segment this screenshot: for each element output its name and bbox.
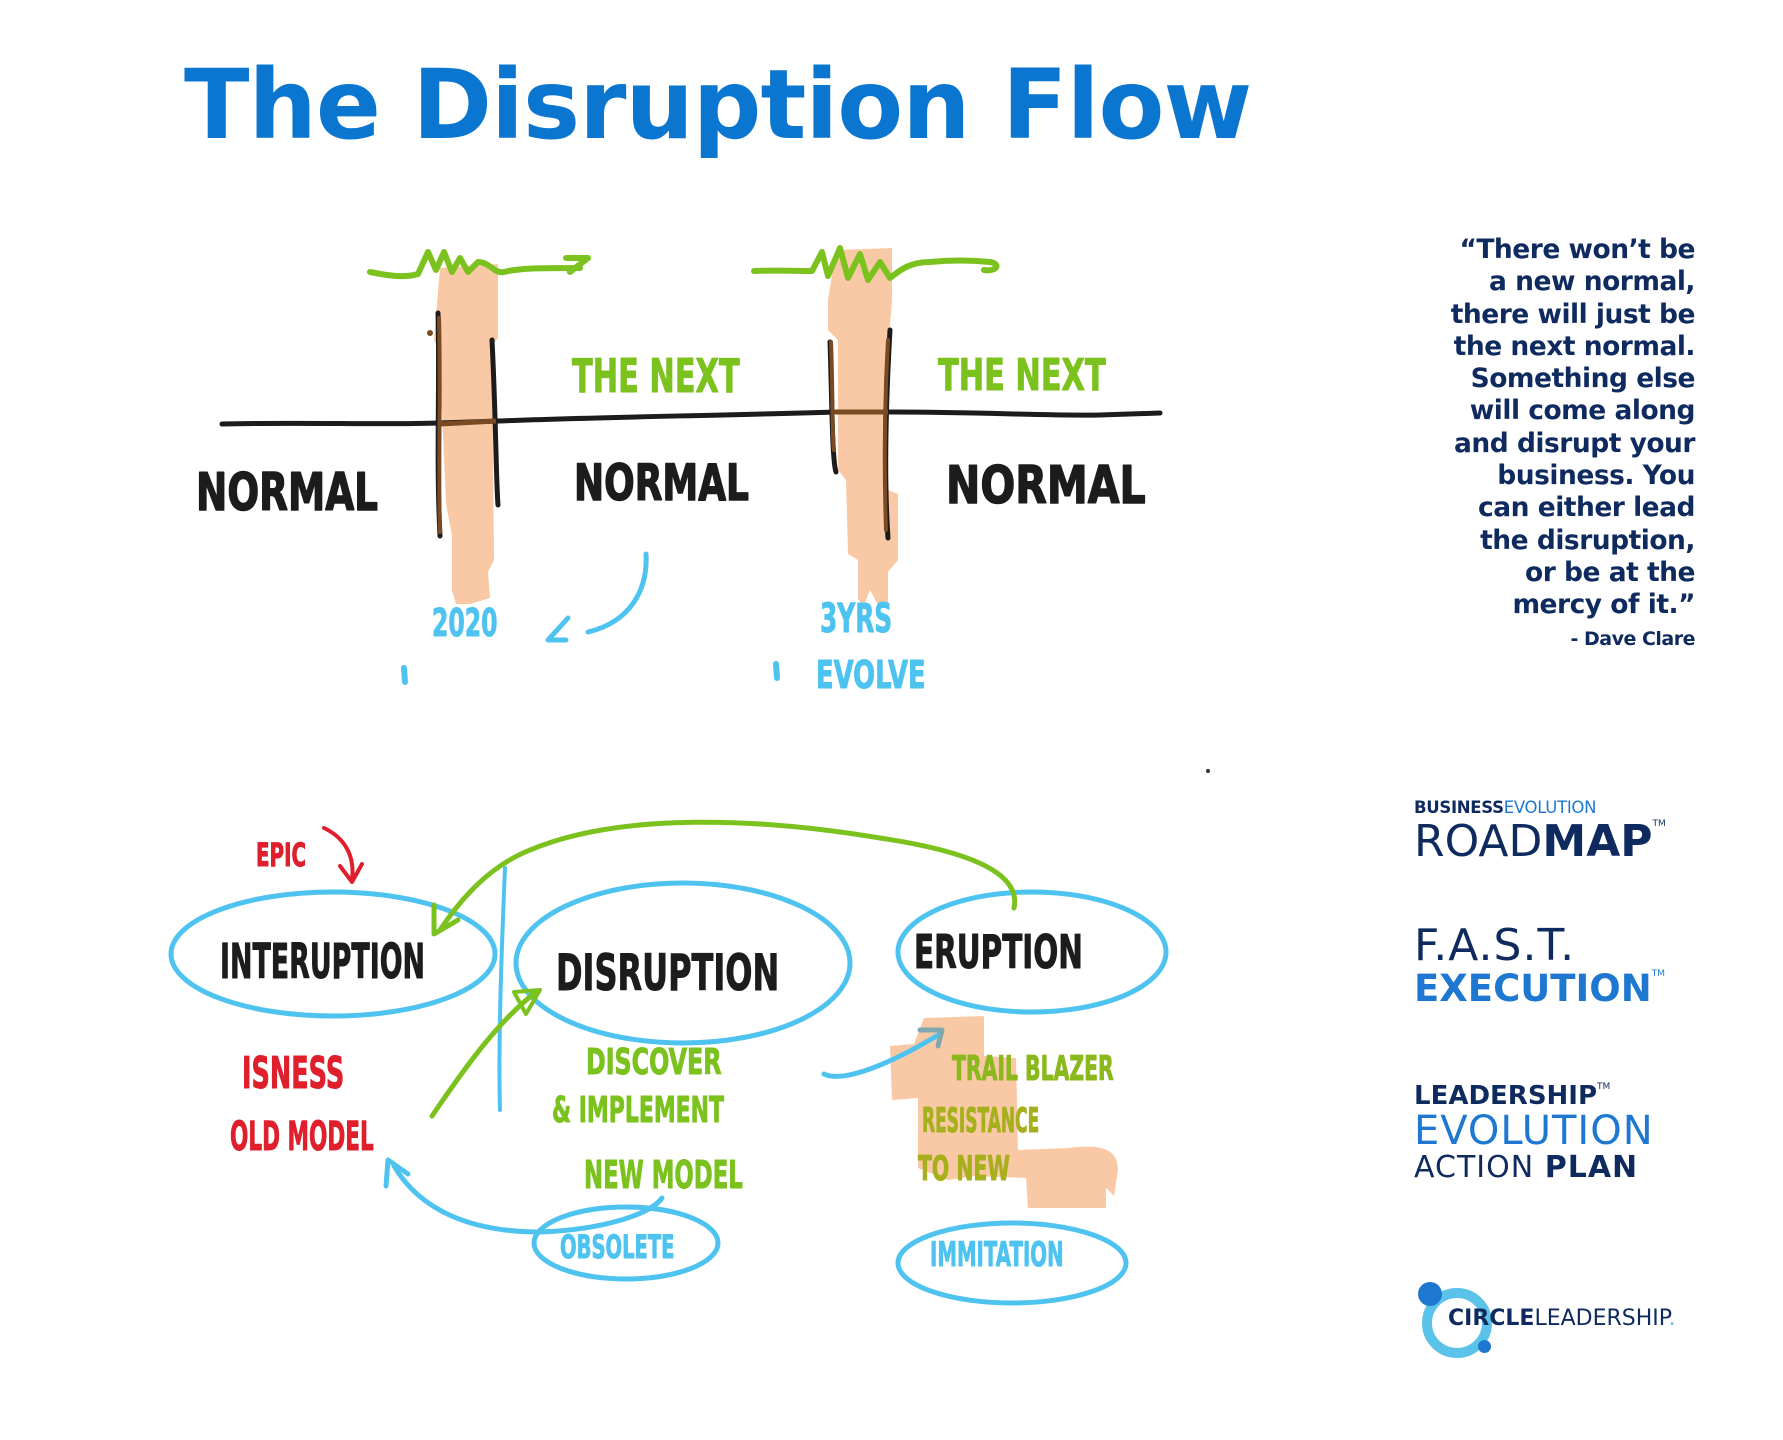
roadmap-logo-business: BUSINESS xyxy=(1414,798,1504,817)
arrow-eruption-to-interruption xyxy=(437,819,1018,933)
timeline-label-normal-1: NORMAL xyxy=(196,462,378,523)
node-immitation-label: IMMITATION xyxy=(930,1234,1064,1274)
roadmap-logo-road: ROAD xyxy=(1414,815,1543,867)
quote-line: the next normal. xyxy=(1453,330,1696,362)
note-isness: ISNESS xyxy=(242,1049,344,1099)
fast-logo-acronym: F.A.S.T. xyxy=(1414,920,1576,971)
node-immitation-ellipse xyxy=(895,1220,1129,1306)
flow-divider-line xyxy=(497,866,507,1112)
stray-dot xyxy=(1206,769,1210,773)
timeline-label-normal-2: NORMAL xyxy=(574,455,749,512)
note-trail-blazer: TRAIL BLAZER xyxy=(952,1048,1114,1088)
note-old-model: OLD MODEL xyxy=(230,1113,374,1160)
arrow-old-model-to-disruption-head xyxy=(512,988,542,1016)
quote-line: can either lead xyxy=(1478,492,1695,524)
circle-logo-leadership: LEADERSHIP xyxy=(1534,1306,1669,1331)
year-curved-arrow xyxy=(545,551,649,643)
node-interruption-label: INTERUPTION xyxy=(220,935,425,991)
quote-line: or be at the xyxy=(1525,556,1695,588)
roadmap-logo-map: MAP xyxy=(1542,815,1653,867)
timeline-diagram: NORMAL NORMAL NORMAL THE NEXT THE NEXT 2… xyxy=(195,245,1163,698)
tick-mark-1 xyxy=(401,665,408,685)
quote-line: Something else xyxy=(1470,363,1696,395)
pillar-1-right-line xyxy=(489,337,501,508)
lead-logo-leadership: LEADERSHIP xyxy=(1414,1081,1598,1111)
pillar-2-right-line-overlay xyxy=(882,338,890,532)
disruption-period-highlight-1 xyxy=(434,264,498,604)
node-eruption-ellipse xyxy=(895,889,1169,1015)
fast-logo-execution: EXECUTION xyxy=(1414,967,1652,1010)
timeline-label-evolve: EVOLVE xyxy=(816,653,926,697)
trademark-symbol: TM xyxy=(1652,818,1666,829)
quote-line: will come along xyxy=(1469,395,1696,427)
pillar-1-dot xyxy=(427,330,433,336)
flow-diagram: INTERUPTION DISRUPTION ERUPTION OBSOLETE… xyxy=(168,819,1169,1306)
note-discover: DISCOVER xyxy=(586,1042,722,1083)
page-title: The Disruption Flow xyxy=(184,49,1252,161)
pillar-1-left-line-overlay xyxy=(437,316,442,534)
timeline-label-year: 2020 xyxy=(432,602,498,645)
timeline-label-the-next-2: THE NEXT xyxy=(938,349,1106,400)
tick-mark-2 xyxy=(773,661,780,681)
epic-arrow xyxy=(322,826,364,884)
trademark-symbol: TM xyxy=(1651,969,1665,979)
arrow-obsolete-to-old-model xyxy=(391,1163,665,1235)
arrow-obsolete-to-old-model-head xyxy=(383,1157,411,1189)
leadership-evolution-action-plan-logo: LEADERSHIPTM EVOLUTION ACTION PLAN xyxy=(1414,1083,1654,1183)
arrow-old-model-to-disruption xyxy=(429,989,539,1119)
node-interruption-ellipse xyxy=(168,889,498,1019)
note-to-new: TO NEW xyxy=(918,1148,1010,1188)
quote-author: - Dave Clare xyxy=(1570,627,1695,650)
roadmap-logo-evolution: EVOLUTION xyxy=(1503,798,1597,817)
business-evolution-roadmap-logo: BUSINESSEVOLUTION ROADMAPTM xyxy=(1414,798,1666,867)
pillar-1-crossbar xyxy=(439,418,497,427)
timeline-label-normal-3: NORMAL xyxy=(946,456,1146,516)
trademark-symbol: TM xyxy=(1597,1082,1611,1092)
resistance-highlight xyxy=(890,1016,1118,1208)
quote-line: business. You xyxy=(1497,460,1695,492)
circle-logo-circle: CIRCLE xyxy=(1448,1306,1535,1331)
arrow-eruption-to-interruption-head xyxy=(431,902,461,937)
quote-line: mercy of it.” xyxy=(1512,589,1695,621)
node-obsolete-label: OBSOLETE xyxy=(560,1229,675,1266)
quote-line: a new normal, xyxy=(1489,266,1695,298)
squiggle-arrow-1 xyxy=(367,249,591,280)
fast-execution-logo: F.A.S.T. EXECUTIONTM xyxy=(1414,920,1665,1010)
lead-logo-evolution: EVOLUTION xyxy=(1414,1108,1654,1154)
circle-logo-ring-icon xyxy=(1422,1288,1492,1358)
circle-logo-period: . xyxy=(1668,1306,1676,1331)
lead-logo-action: ACTION xyxy=(1414,1150,1545,1185)
disruption-period-highlight-2 xyxy=(828,248,898,605)
lead-logo-plan: PLAN xyxy=(1544,1150,1639,1185)
node-obsolete-ellipse xyxy=(531,1204,721,1282)
pillar-2-left-line-overlay xyxy=(829,340,836,452)
node-disruption-label: DISRUPTION xyxy=(556,944,779,1002)
quote-block: “There won’t be a new normal, there will… xyxy=(1375,234,1696,654)
quote-line: “There won’t be xyxy=(1459,234,1695,265)
note-new-model: NEW MODEL xyxy=(584,1154,743,1198)
quote-line: the disruption, xyxy=(1480,524,1695,556)
arrow-discover-to-trailblazer xyxy=(821,1031,943,1079)
timeline-axis xyxy=(219,409,1163,427)
note-implement: & IMPLEMENT xyxy=(552,1089,724,1131)
circle-logo-small-dot-icon xyxy=(1478,1340,1491,1353)
squiggle-arrow-2 xyxy=(751,245,1000,283)
circle-logo-dot-icon xyxy=(1418,1282,1442,1306)
arrow-discover-to-trailblazer-head xyxy=(917,1027,945,1049)
timeline-label-duration: 3YRS xyxy=(820,595,892,642)
note-epic: EPIC xyxy=(256,837,306,874)
quote-line: and disrupt your xyxy=(1454,427,1695,459)
quote-line: there will just be xyxy=(1450,298,1696,330)
note-resistance: RESISTANCE xyxy=(922,1102,1039,1141)
node-eruption-label: ERUPTION xyxy=(914,926,1083,980)
node-disruption-ellipse xyxy=(513,880,853,1046)
timeline-label-the-next-1: THE NEXT xyxy=(572,351,740,404)
